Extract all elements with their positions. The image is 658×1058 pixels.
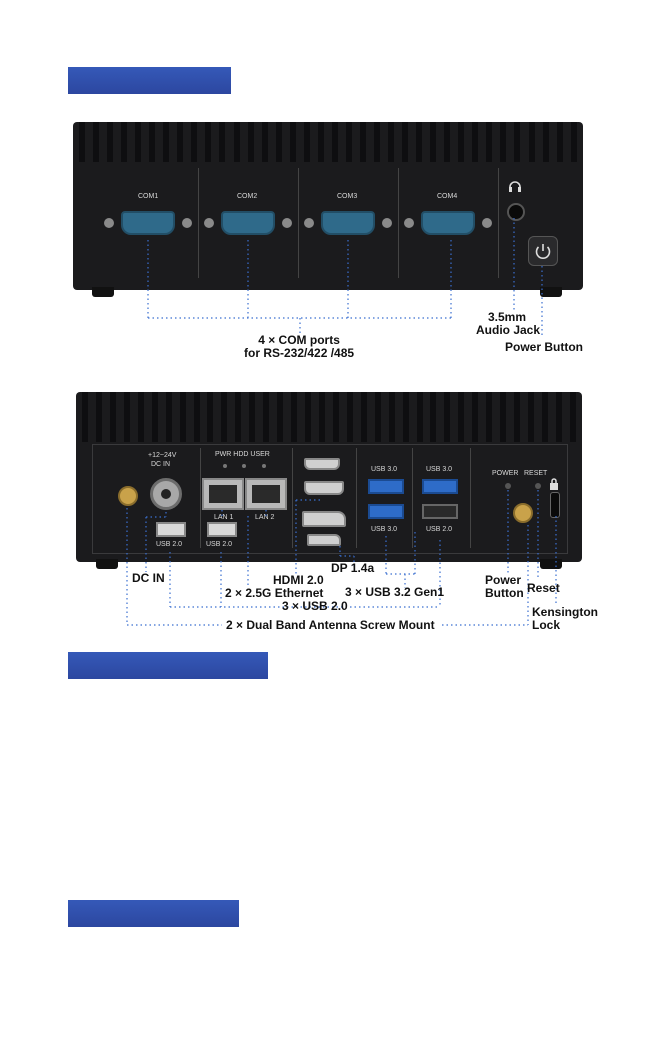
lan-port-1 (202, 478, 244, 510)
dc-in-panel-label: DC IN (151, 461, 171, 468)
usb20-port-a (156, 522, 186, 537)
usb30-port-b (368, 504, 404, 519)
antenna-mount-1 (118, 486, 138, 506)
com2-label: COM2 (237, 193, 258, 200)
lan2-label: LAN 2 (255, 514, 275, 521)
usb20-port-c (422, 504, 458, 519)
dp-port-a (302, 511, 346, 527)
antenna-mount-2 (513, 503, 533, 523)
callout-audio-line1: 3.5mm (488, 310, 527, 324)
dc-in-jack (150, 478, 182, 510)
dc-in-voltage-label: +12~24V (148, 452, 177, 459)
section-header-bar-1 (68, 67, 231, 94)
callout-power-line2: Button (485, 586, 524, 600)
usb20-port-b (207, 522, 237, 537)
com4-label: COM4 (437, 193, 458, 200)
callout-power-button-rear: Power Button (485, 574, 524, 600)
callout-reset: Reset (527, 581, 560, 595)
callout-usb32: 3 × USB 3.2 Gen1 (345, 585, 445, 599)
callout-kensington-line2: Lock (532, 618, 561, 632)
callout-com-line2: for RS-232/422 /485 (244, 346, 355, 360)
callout-power-line1: Power (485, 573, 522, 587)
reset-panel-label: RESET (524, 470, 548, 477)
power-button (528, 236, 558, 266)
usb30-c-label: USB 3.0 (426, 466, 453, 473)
dp-port-b (307, 534, 341, 546)
section-header-bar-3 (68, 900, 239, 927)
callout-kensington: Kensington Lock (532, 606, 598, 632)
lan-port-2 (245, 478, 287, 510)
section-header-bar-2 (68, 652, 268, 679)
callout-audio-line2: Audio Jack (476, 323, 541, 337)
lock-icon (549, 477, 559, 490)
callout-dc-in: DC IN (132, 571, 165, 585)
callout-dp: DP 1.4a (331, 561, 375, 575)
callout-antenna: 2 × Dual Band Antenna Screw Mount (222, 619, 439, 632)
hdmi-port-b (304, 481, 344, 495)
usb30-port-a (368, 479, 404, 494)
usb20-b-label: USB 2.0 (206, 541, 233, 548)
audio-jack (507, 203, 525, 221)
power-panel-label: POWER (492, 470, 519, 477)
usb20-a-label: USB 2.0 (156, 541, 183, 548)
callout-ethernet: 2 × 2.5G Ethernet (225, 586, 324, 600)
rear-power-switch (505, 483, 511, 489)
kensington-slot (550, 492, 560, 518)
headphone-icon (508, 179, 522, 192)
callout-usb20: 3 × USB 2.0 (282, 599, 348, 613)
usb30-b-label: USB 3.0 (371, 526, 398, 533)
usb30-port-c (422, 479, 458, 494)
usb30-a-label: USB 3.0 (371, 466, 398, 473)
hdmi-port-a (304, 458, 340, 470)
callout-hdmi: HDMI 2.0 (273, 573, 324, 587)
lan1-label: LAN 1 (214, 514, 234, 521)
callout-com-ports: 4 × COM ports for RS-232/422 /485 (244, 334, 354, 360)
com1-label: COM1 (138, 193, 159, 200)
usb20-c-label: USB 2.0 (426, 526, 453, 533)
rear-reset-switch (535, 483, 541, 489)
callout-power-button: Power Button (505, 340, 583, 354)
com3-label: COM3 (337, 193, 358, 200)
callout-kensington-line1: Kensington (532, 605, 598, 619)
power-icon (535, 244, 551, 259)
led-labels: PWR HDD USER (215, 451, 270, 458)
callout-com-line1: 4 × COM ports (258, 333, 340, 347)
callout-audio-jack: 3.5mm Audio Jack (476, 311, 540, 337)
